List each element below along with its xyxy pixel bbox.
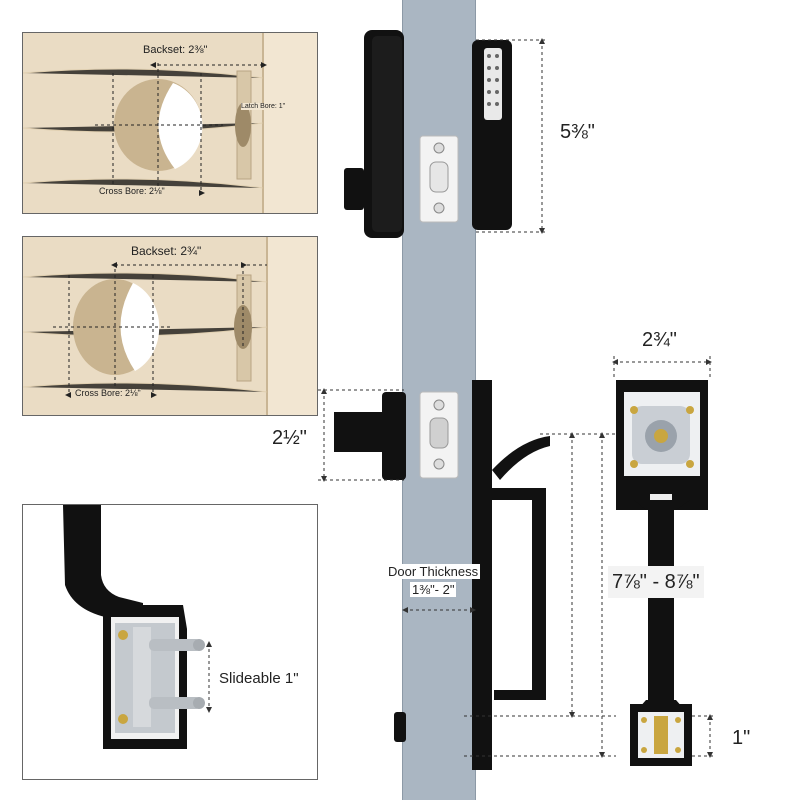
slideable-label: Slideable 1" — [219, 670, 299, 687]
door-thickness-value: 1⅜"- 2" — [410, 582, 457, 597]
cross-bore-label-1: Cross Bore: 2⅛" — [99, 186, 165, 196]
thumb-piece — [492, 436, 550, 480]
bore-panel-2-graphic — [23, 237, 317, 415]
grip-handle — [492, 488, 546, 700]
slideable-detail-graphic — [63, 505, 212, 749]
handleset-bottom-escutcheon — [630, 704, 692, 766]
handle-span-label: 7⅞" - 8⅞" — [608, 566, 704, 598]
slideable-detail-panel: Slideable 1" — [22, 504, 318, 780]
bottom-plate-label: 1" — [732, 727, 751, 749]
escutcheon-width-label: 2¾" — [642, 329, 677, 351]
keypad-exterior — [472, 40, 512, 230]
thumbturn — [344, 168, 364, 210]
handleset-top-escutcheon — [616, 380, 708, 510]
backset-label-1: Backset: 2⅜" — [143, 44, 208, 56]
backset-label-2: Backset: 2¾" — [131, 244, 202, 258]
latch-bore-hole — [235, 103, 251, 147]
door-thickness-label: Door Thickness — [386, 564, 481, 579]
slide-pin-upper — [149, 639, 201, 651]
interior-lever — [334, 412, 384, 452]
bore-panel-backset-2-3-8: Backset: 2⅜" Latch Bore: 1" Cross Bore: … — [22, 32, 318, 214]
handleset-grip-front — [648, 510, 674, 700]
latch-bore-label: Latch Bore: 1" — [241, 103, 286, 110]
slide-pin-lower — [149, 697, 201, 709]
cross-bore-label-2: Cross Bore: 2⅛" — [75, 388, 141, 398]
screw-brass — [630, 406, 638, 414]
bore-panel-1-graphic — [23, 33, 317, 213]
door-slab — [402, 0, 476, 800]
latch-height-label: 2½" — [272, 427, 307, 449]
deadbolt-interior-housing — [364, 30, 404, 238]
bore-panel-backset-2-3-4: Backset: 2¾" Cross Bore: 2⅛" — [22, 236, 318, 416]
deadbolt-height-label: 5⅜" — [560, 121, 595, 143]
